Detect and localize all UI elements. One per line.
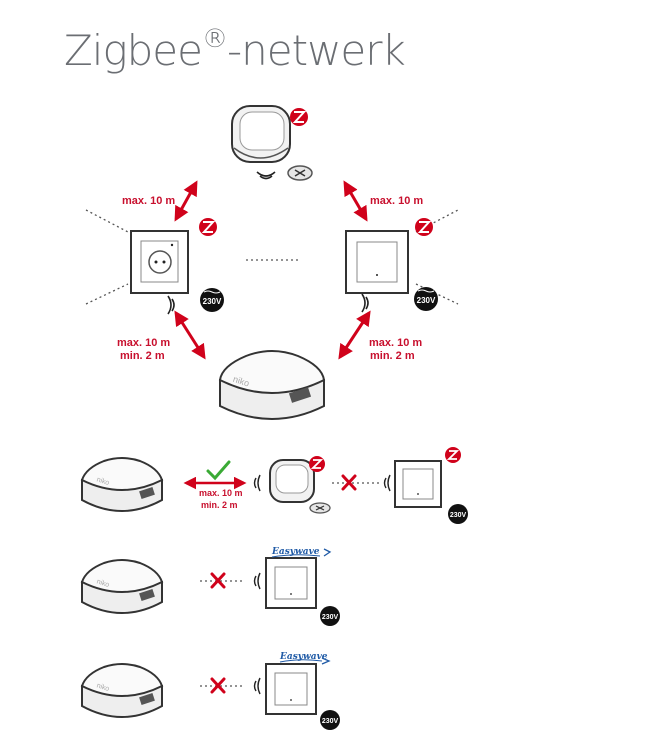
switch-device-right	[345, 230, 409, 294]
label-top-left: max. 10 m	[122, 195, 175, 207]
label-row1-max: max. 10 m	[199, 488, 243, 498]
hub-brand-label: niko	[232, 374, 251, 389]
hub-brand-label: niko	[96, 682, 110, 693]
hub-device-row3: niko	[80, 663, 164, 718]
wireless-signal-icon	[256, 171, 276, 180]
230v-badge-icon: 230V	[200, 288, 224, 312]
wireless-signal-icon	[167, 295, 175, 315]
230v-badge-icon: 230V	[320, 606, 340, 626]
switch-device-row3	[265, 663, 317, 715]
zigbee-logo-icon	[199, 218, 217, 236]
cr2032-battery-icon	[287, 165, 313, 181]
zigbee-logo-icon	[309, 456, 325, 472]
wireless-signal-icon	[383, 474, 391, 492]
voltage-label-right: 230V	[417, 296, 436, 305]
label-bottom-right-max: max. 10 m	[369, 337, 422, 349]
check-icon	[206, 460, 231, 481]
registered-symbol: ®	[202, 24, 228, 54]
voltage-label-left: 230V	[203, 297, 222, 306]
hub-device-row1: niko	[80, 457, 164, 512]
page-title: Zigbee®-netwerk	[64, 24, 406, 75]
cross-icon	[210, 572, 226, 589]
cross-icon	[210, 677, 226, 694]
230v-badge-icon: 230V	[414, 287, 438, 311]
label-bottom-right-min: min. 2 m	[370, 350, 415, 362]
title-main: Zigbee	[64, 26, 203, 75]
label-bottom-left-min: min. 2 m	[120, 350, 165, 362]
cross-icon	[341, 474, 357, 491]
switch-device-row1	[394, 460, 442, 508]
zigbee-logo-icon	[290, 108, 308, 126]
zigbee-logo-icon	[445, 447, 461, 463]
voltage-label-row3: 230V	[322, 718, 339, 725]
zigbee-logo-icon	[415, 218, 433, 236]
label-top-right: max. 10 m	[370, 195, 423, 207]
hub-device-main: niko	[218, 350, 326, 420]
easywave-logo-icon: Easywave	[271, 547, 332, 558]
repeater-device-row1	[269, 459, 315, 503]
socket-device-left	[130, 230, 189, 294]
arrow-top-left	[174, 180, 198, 222]
wireless-signal-icon	[253, 572, 261, 590]
arrow-bottom-right	[338, 310, 371, 360]
voltage-label-row2: 230V	[322, 614, 339, 621]
label-bottom-left-max: max. 10 m	[117, 337, 170, 349]
label-row1-min: min. 2 m	[201, 500, 238, 510]
arrow-top-right	[343, 180, 368, 222]
title-suffix: -netwerk	[227, 26, 406, 75]
easywave-logo-icon: Easywave	[279, 652, 331, 665]
voltage-label-row1: 230V	[450, 512, 467, 519]
wireless-signal-icon	[361, 293, 369, 313]
cr2032-battery-icon	[309, 502, 331, 514]
easywave-label-row3: Easywave	[279, 652, 328, 662]
arrow-bottom-left	[174, 310, 206, 360]
wireless-signal-icon	[253, 474, 261, 492]
wireless-signal-icon	[253, 677, 261, 695]
range-lines	[85, 209, 459, 305]
230v-badge-icon: 230V	[448, 504, 468, 524]
repeater-device-top	[231, 105, 291, 163]
easywave-label-row2: Easywave	[271, 547, 320, 557]
230v-badge-icon: 230V	[320, 710, 340, 730]
hub-device-row2: niko	[80, 559, 164, 614]
hub-brand-label: niko	[96, 578, 110, 589]
hub-brand-label: niko	[96, 476, 110, 487]
switch-device-row2	[265, 557, 317, 609]
